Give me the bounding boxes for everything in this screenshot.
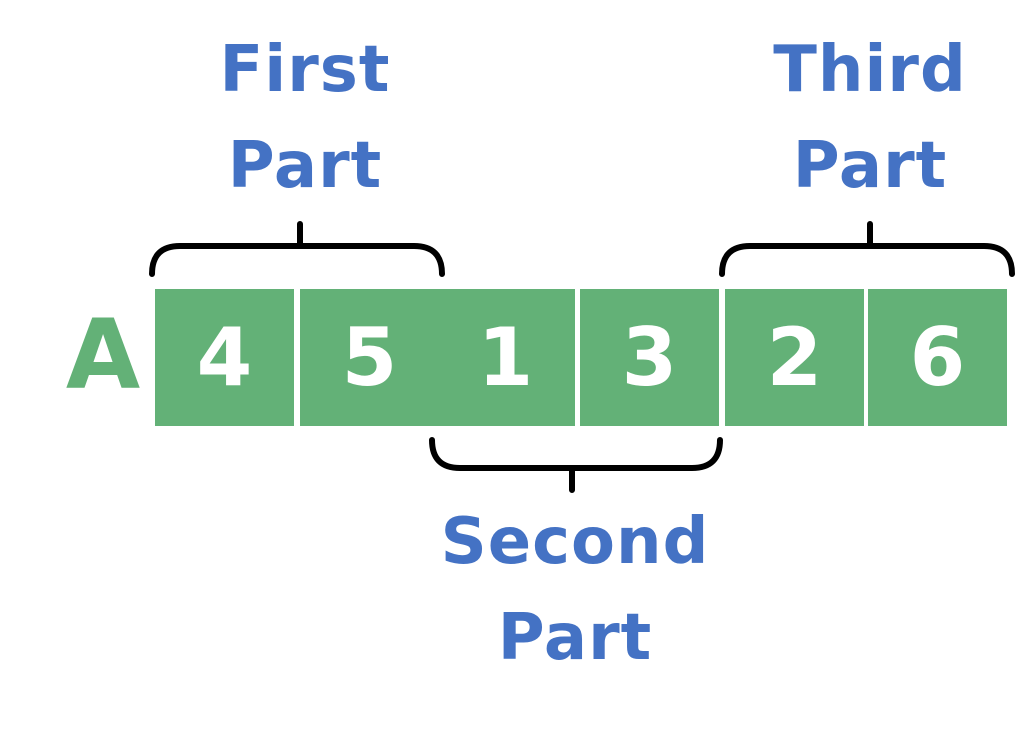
array-cell: 4 — [155, 289, 294, 426]
label-second-part-line2: Part — [497, 601, 653, 675]
label-first-part: First Part — [200, 22, 410, 214]
label-second-part-line1: Second — [440, 505, 710, 579]
array-cell: 1 — [436, 289, 575, 426]
bracket-second-part — [429, 437, 723, 493]
array-cell-value: 6 — [909, 311, 966, 404]
label-first-part-line2: Part — [227, 129, 383, 203]
label-third-part: Third Part — [760, 22, 980, 214]
array-name: A — [65, 299, 141, 411]
label-third-part-line1: Third — [773, 33, 967, 107]
array-cell: 3 — [580, 289, 719, 426]
label-second-part: Second Part — [440, 494, 710, 686]
array-cell-value: 3 — [621, 311, 678, 404]
array-cell: 2 — [725, 289, 864, 426]
bracket-first-part — [149, 221, 445, 277]
array-cell-value: 1 — [477, 311, 534, 404]
array-cell-value: 4 — [196, 311, 253, 404]
array-cell-value: 5 — [341, 311, 398, 404]
array-cell: 5 — [300, 289, 439, 426]
label-first-part-line1: First — [219, 33, 391, 107]
array-cell-value: 2 — [766, 311, 823, 404]
array-cell: 6 — [868, 289, 1007, 426]
label-third-part-line2: Part — [792, 129, 948, 203]
bracket-third-part — [719, 221, 1015, 277]
